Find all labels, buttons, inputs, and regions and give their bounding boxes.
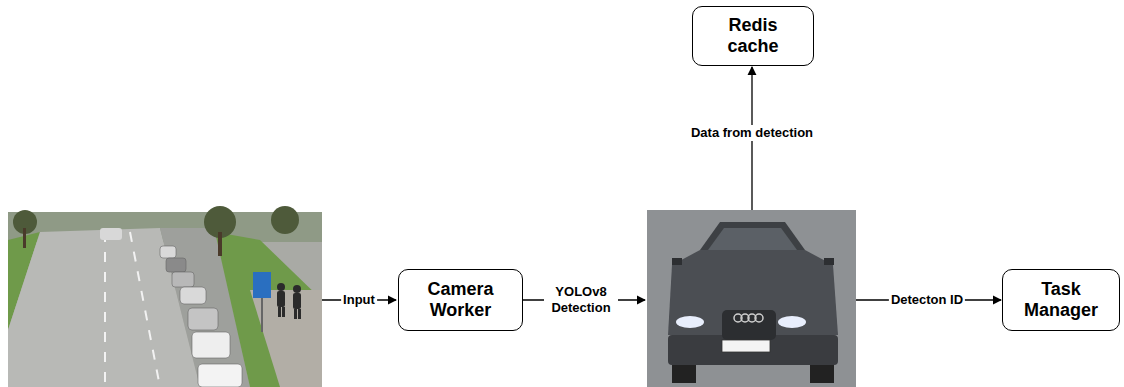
box-content: Camera Worker <box>407 279 514 321</box>
box-label: Redis cache <box>701 15 805 57</box>
street-photo <box>8 206 322 387</box>
arrow-label: Input <box>341 292 377 308</box>
arrow-label: YOLOv8 Detection <box>544 284 618 316</box>
process-box: Task Manager <box>1002 269 1120 331</box>
box-content: Task Manager <box>1011 279 1111 321</box>
car-photo <box>647 210 856 387</box>
process-box: Camera Worker <box>398 269 523 331</box>
box-content: Redis cache <box>701 15 805 57</box>
arrow-label: Data from detection <box>689 125 815 141</box>
flow-arrows <box>322 67 1001 300</box>
box-label: Task Manager <box>1011 279 1111 321</box>
box-label: Camera Worker <box>407 279 514 321</box>
process-box: Redis cache <box>692 6 814 66</box>
arrow-label: Detecton ID <box>889 292 965 308</box>
